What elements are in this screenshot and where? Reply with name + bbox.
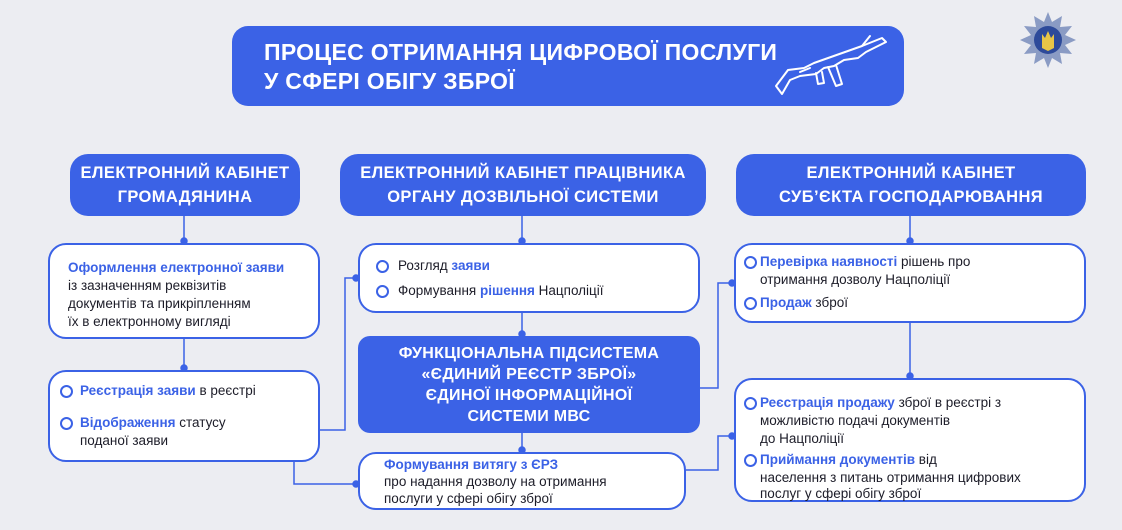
check-item: Перевірка наявності рішень про: [760, 254, 971, 269]
subsystem-line-4: СИСТЕМИ МВС: [467, 407, 591, 425]
header-citizen-line-1: ЕЛЕКТРОННИЙ КАБІНЕТ: [80, 164, 290, 182]
extract-title: Формування витягу з ЄРЗ: [384, 457, 559, 472]
bullet-icon: [744, 297, 757, 310]
header-officer-line-1: ЕЛЕКТРОННИЙ КАБІНЕТ ПРАЦІВНИКА: [360, 164, 686, 182]
sale-registration-line-2: можливістю подачі документів: [760, 413, 951, 428]
card-officer-review: Розгляд заяви Формування рішення Нацполі…: [358, 243, 700, 313]
bullet-icon: [376, 260, 389, 273]
subsystem-line-3: ЄДИНОЇ ІНФОРМАЦІЙНОЇ: [425, 386, 633, 404]
title-banner: ПРОЦЕС ОТРИМАННЯ ЦИФРОВОЇ ПОСЛУГИ У СФЕР…: [232, 26, 904, 106]
bullet-icon: [60, 385, 73, 398]
sale-registration-line-3: до Нацполіції: [760, 431, 845, 446]
title-line-1: ПРОЦЕС ОТРИМАННЯ ЦИФРОВОЇ ПОСЛУГИ: [264, 39, 778, 65]
bullet-icon: [744, 397, 757, 410]
header-business-line-1: ЕЛЕКТРОННИЙ КАБІНЕТ: [806, 164, 1016, 182]
extract-line-1: про надання дозволу на отримання: [384, 474, 607, 489]
subsystem-line-2: «ЄДИНИЙ РЕЄСТР ЗБРОЇ»: [421, 365, 637, 383]
card-business-check: Перевірка наявності рішень про отримання…: [734, 243, 1086, 323]
card-citizen-status: Реєстрація заяви в реєстрі Відображення …: [48, 370, 320, 462]
bullet-icon: [744, 454, 757, 467]
header-citizen-cabinet: ЕЛЕКТРОННИЙ КАБІНЕТ ГРОМАДЯНИНА: [70, 154, 300, 216]
bullet-icon: [744, 256, 757, 269]
bullet-icon: [376, 285, 389, 298]
application-line-3: їх в електронному вигляді: [68, 314, 231, 329]
header-officer-line-2: ОРГАНУ ДОЗВІЛЬНОЇ СИСТЕМИ: [387, 188, 659, 206]
registration-item: Реєстрація заяви в реєстрі: [80, 383, 256, 398]
card-application: Оформлення електронної заяви із зазначен…: [48, 243, 320, 339]
rifle-icon: [775, 35, 887, 95]
bullet-icon: [60, 417, 73, 430]
sale-registration-item: Реєстрація продажу зброї в реєстрі з: [760, 395, 1002, 410]
display-item: Відображення статусу: [80, 415, 226, 430]
card-extract: Формування витягу з ЄРЗ про надання дозв…: [358, 452, 686, 510]
application-title: Оформлення електронної заяви: [68, 260, 285, 275]
header-business-cabinet: ЕЛЕКТРОННИЙ КАБІНЕТ СУБ’ЄКТА ГОСПОДАРЮВАН…: [736, 154, 1086, 216]
card-business-registration: Реєстрація продажу зброї в реєстрі з мож…: [734, 378, 1086, 502]
docs-line-3: послуг у сфері обігу зброї: [760, 486, 922, 501]
subsystem-line-1: ФУНКЦІОНАЛЬНА ПІДСИСТЕМА: [398, 344, 660, 362]
application-line-1: із зазначенням реквізитів: [68, 278, 227, 293]
review-item: Розгляд заяви: [398, 258, 490, 273]
header-business-line-2: СУБ’ЄКТА ГОСПОДАРЮВАННЯ: [778, 188, 1044, 206]
police-emblem-icon: [1020, 12, 1076, 68]
title-line-2: У СФЕРІ ОБІГУ ЗБРОЇ: [264, 68, 515, 94]
header-citizen-line-2: ГРОМАДЯНИНА: [117, 188, 253, 206]
docs-line-2: населення з питань отримання цифрових: [760, 470, 1021, 485]
check-item-line-2: отримання дозволу Нацполіції: [760, 272, 951, 287]
sale-item: Продаж зброї: [760, 295, 848, 310]
display-item-line-2: поданої заяви: [80, 433, 169, 448]
page-title: ПРОЦЕС ОТРИМАННЯ ЦИФРОВОЇ ПОСЛУГИ У СФЕР…: [264, 38, 777, 96]
decision-item: Формування рішення Нацполіції: [398, 283, 604, 298]
docs-item: Приймання документів від: [760, 452, 937, 467]
subsystem-box: ФУНКЦІОНАЛЬНА ПІДСИСТЕМА «ЄДИНИЙ РЕЄСТР …: [358, 336, 700, 433]
application-line-2: документів та прикріпленням: [68, 296, 251, 311]
header-officer-cabinet: ЕЛЕКТРОННИЙ КАБІНЕТ ПРАЦІВНИКА ОРГАНУ ДОЗ…: [340, 154, 706, 216]
extract-line-2: послуги у сфері обігу зброї: [384, 491, 553, 506]
